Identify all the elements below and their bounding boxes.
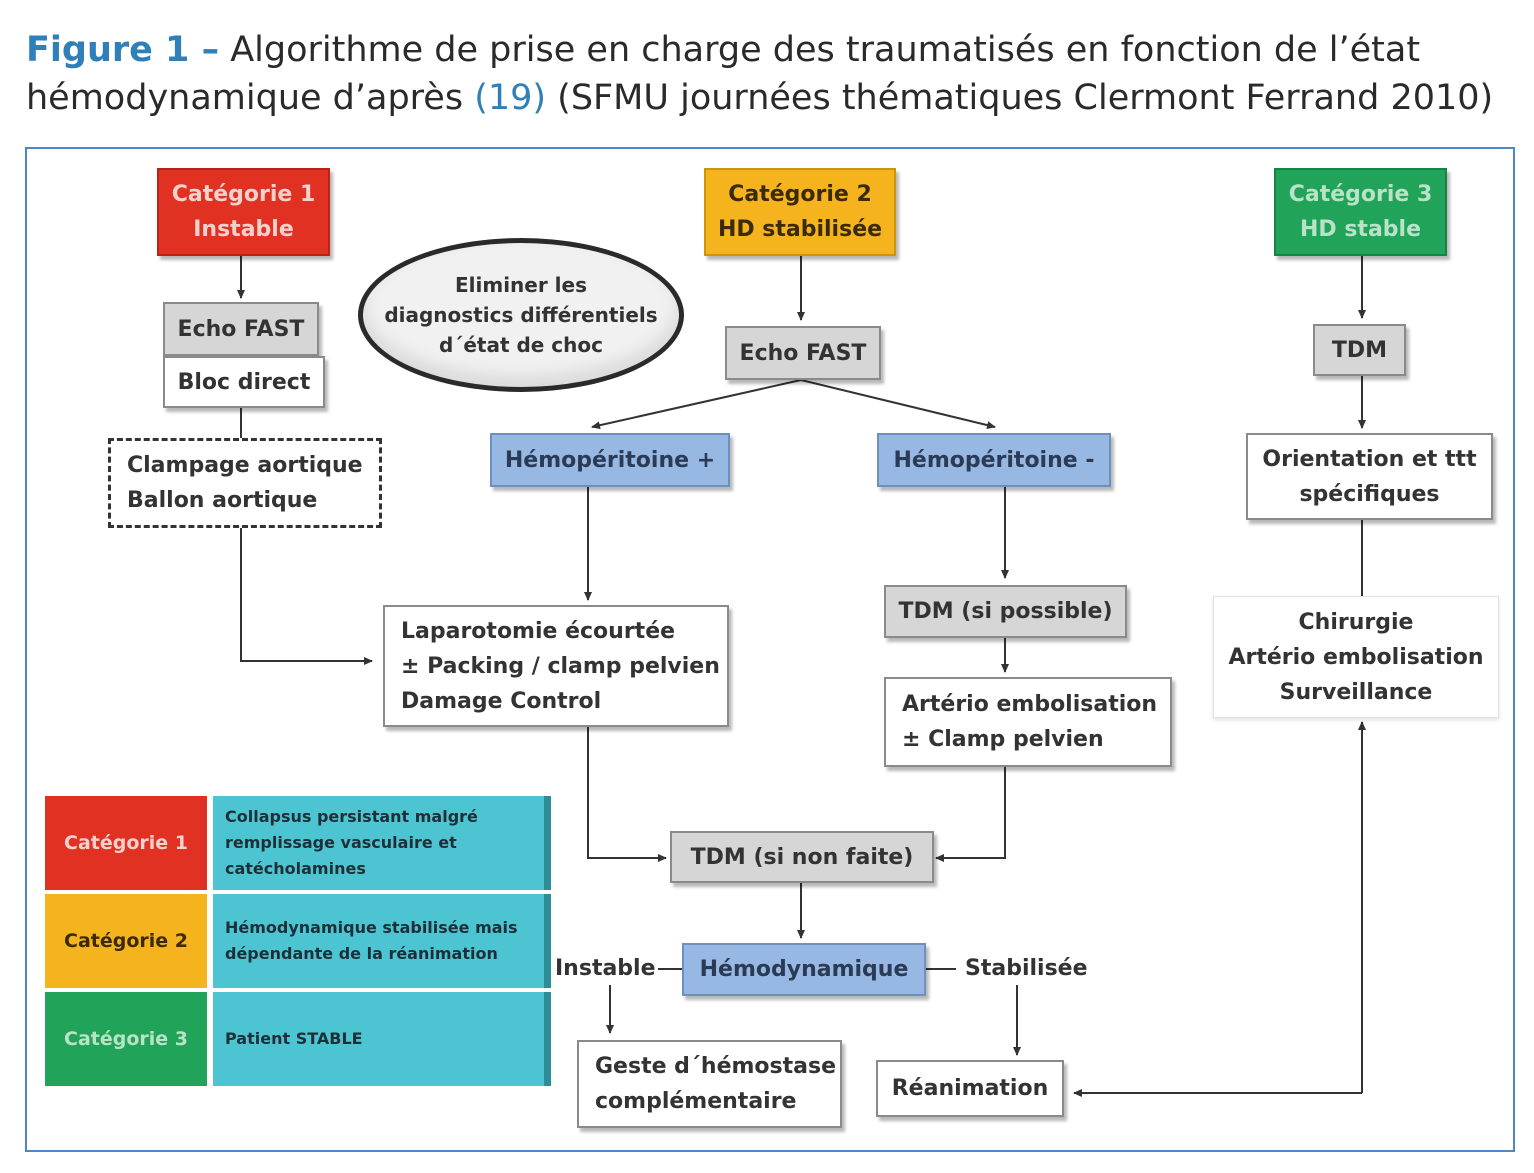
arterio-embolisation-box: Artério embolisation ± Clamp pelvien <box>884 677 1172 767</box>
orientation-box: Orientation et ttt spécifiques <box>1246 433 1493 520</box>
arrow-clampage-to-laparotomie <box>240 528 373 665</box>
arrow-echo-to-hemo-minus <box>800 379 996 430</box>
bloc-direct-box: Bloc direct <box>163 356 325 408</box>
tdm-si-possible-box: TDM (si possible) <box>884 585 1127 638</box>
orientation-line1: Orientation et ttt <box>1262 446 1477 472</box>
category-2-subtitle: HD stabilisée <box>717 217 883 242</box>
legend-category-3-label: Catégorie 3 <box>64 1028 188 1050</box>
tdm-si-possible-label: TDM (si possible) <box>898 599 1113 624</box>
hemoperitoine-plus-label: Hémopéritoine + <box>504 447 716 473</box>
instable-label: Instable <box>555 956 656 981</box>
hemoperitoine-minus-label: Hémopéritoine - <box>893 447 1095 473</box>
hemoperitoine-minus-box: Hémopéritoine - <box>877 433 1111 487</box>
echo-fast-cat1-label: Echo FAST <box>177 316 305 342</box>
reanimation-box: Réanimation <box>876 1060 1064 1117</box>
arrow-echo-to-hemo-plus <box>591 379 802 430</box>
legend-description-3: Patient STABLE <box>213 992 551 1086</box>
clampage-box: Clampage aortique Ballon aortique <box>108 438 382 528</box>
category-3-subtitle: HD stable <box>1300 217 1421 242</box>
eliminer-line2: diagnostics différentiels <box>384 303 658 327</box>
echo-fast-cat1: Echo FAST <box>163 302 319 356</box>
eliminer-line3: d´état de choc <box>439 333 603 357</box>
reanimation-label: Réanimation <box>891 1076 1049 1101</box>
tdm-cat3-label: TDM <box>1331 337 1388 363</box>
arrow-arterio-to-tdm-non-faite <box>935 767 1006 862</box>
eliminer-diagnostics-ellipse: Eliminer les diagnostics différentiels d… <box>358 238 684 392</box>
tdm-si-non-faite-label: TDM (si non faite) <box>690 844 914 870</box>
echo-fast-cat2-label: Echo FAST <box>739 340 867 366</box>
category-1-box: Catégorie 1 Instable <box>157 168 330 256</box>
hemodynamique-label: Hémodynamique <box>699 957 909 982</box>
arterio-line1: Artério embolisation <box>902 692 1158 717</box>
geste-hemostase-box: Geste d´hémostase complémentaire <box>577 1040 842 1128</box>
legend-description-2-text: Hémodynamique stabilisée mais dépendante… <box>225 918 518 963</box>
echo-fast-cat2: Echo FAST <box>725 326 881 380</box>
figure-label: Figure 1 – <box>26 30 220 70</box>
figure-caption: Figure 1 – Algorithme de prise en charge… <box>26 26 1506 122</box>
geste-line2: complémentaire <box>595 1089 797 1114</box>
clampage-line2: Ballon aortique <box>127 488 318 513</box>
legend-description-1-text: Collapsus persistant malgré remplissage … <box>225 807 478 878</box>
legend-category-2: Catégorie 2 <box>45 894 207 988</box>
hemoperitoine-plus-box: Hémopéritoine + <box>490 433 730 487</box>
chirurgie-line3: Surveillance <box>1279 679 1433 705</box>
legend-description-2: Hémodynamique stabilisée mais dépendante… <box>213 894 551 988</box>
laparotomie-line2: ± Packing / clamp pelvien <box>401 653 720 679</box>
chirurgie-box: Chirurgie Artério embolisation Surveilla… <box>1213 596 1499 718</box>
legend-category-2-label: Catégorie 2 <box>64 930 188 952</box>
caption-line2-start: hémodynamique d’après <box>26 78 475 118</box>
stabilisee-label: Stabilisée <box>965 956 1088 981</box>
laparotomie-line3: Damage Control <box>401 688 602 714</box>
orientation-line2: spécifiques <box>1299 481 1440 507</box>
tdm-cat3-box: TDM <box>1313 324 1406 376</box>
legend-category-3: Catégorie 3 <box>45 992 207 1086</box>
legend-description-1: Collapsus persistant malgré remplissage … <box>213 796 551 890</box>
geste-line1: Geste d´hémostase <box>595 1054 837 1079</box>
diagram-frame <box>25 147 1515 1152</box>
category-3-title: Catégorie 3 <box>1288 182 1433 207</box>
hemodynamique-box: Hémodynamique <box>682 943 926 996</box>
arrow-laparotomie-to-tdm-non-faite <box>587 727 667 862</box>
eliminer-line1: Eliminer les <box>454 273 588 297</box>
chirurgie-line1: Chirurgie <box>1298 609 1414 635</box>
caption-line2-end: (SFMU journées thématiques Clermont Ferr… <box>546 78 1494 118</box>
caption-line1: Algorithme de prise en charge des trauma… <box>219 30 1421 70</box>
bloc-direct-label: Bloc direct <box>177 369 311 395</box>
legend-category-1: Catégorie 1 <box>45 796 207 890</box>
legend-category-1-label: Catégorie 1 <box>64 832 188 854</box>
clampage-line1: Clampage aortique <box>127 453 363 478</box>
category-1-subtitle: Instable <box>193 217 294 242</box>
arterio-line2: ± Clamp pelvien <box>902 727 1104 752</box>
caption-reference-link[interactable]: (19) <box>474 78 547 118</box>
category-2-box: Catégorie 2 HD stabilisée <box>704 168 896 256</box>
chirurgie-line2: Artério embolisation <box>1228 644 1484 670</box>
tdm-si-non-faite-box: TDM (si non faite) <box>670 831 934 883</box>
category-3-box: Catégorie 3 HD stable <box>1274 168 1447 256</box>
laparotomie-box: Laparotomie écourtée ± Packing / clamp p… <box>383 605 729 727</box>
legend-description-3-text: Patient STABLE <box>225 1029 363 1048</box>
category-2-title: Catégorie 2 <box>728 182 872 207</box>
category-1-title: Catégorie 1 <box>171 182 316 207</box>
laparotomie-line1: Laparotomie écourtée <box>401 618 676 644</box>
